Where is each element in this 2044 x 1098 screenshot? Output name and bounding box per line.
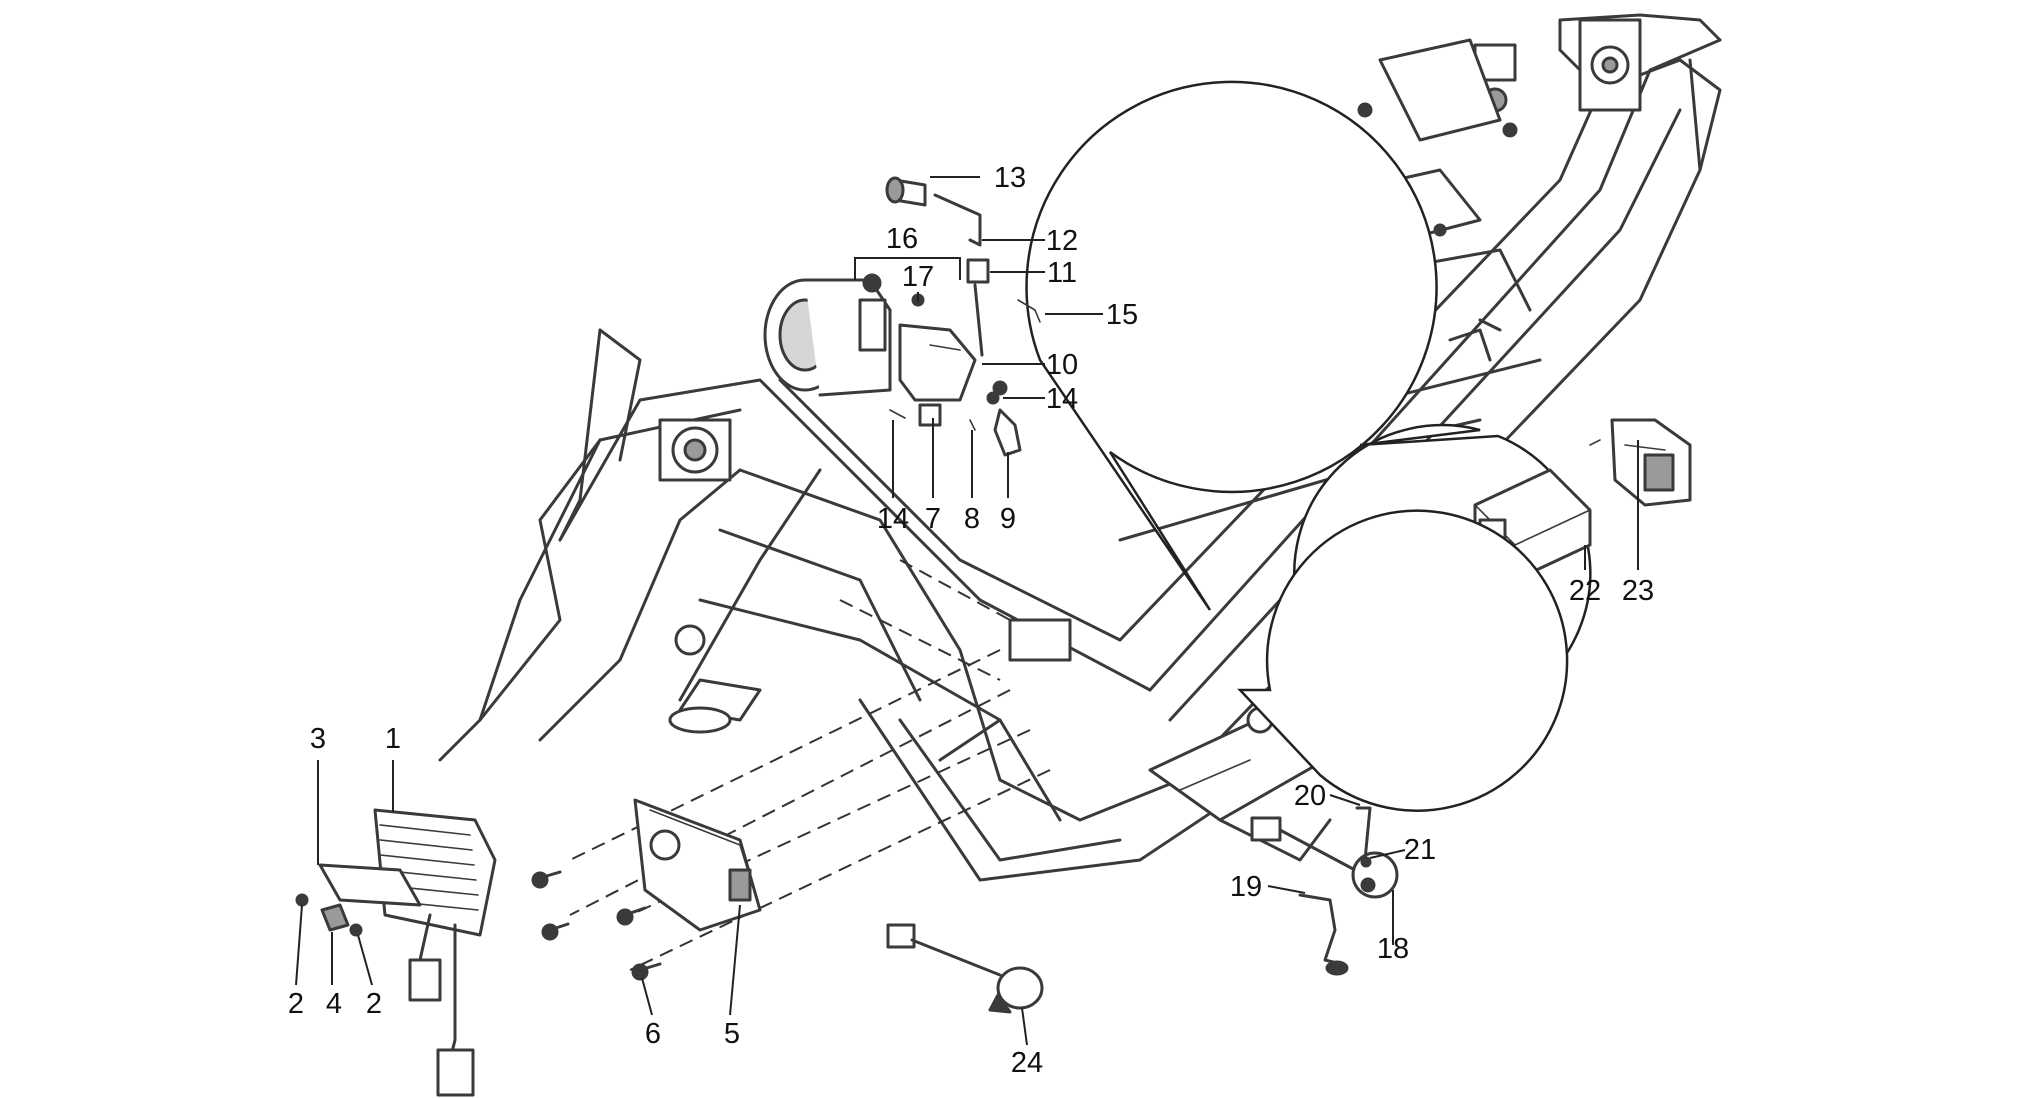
label-part-7: 7	[925, 503, 941, 535]
label-part-9: 9	[1000, 503, 1016, 535]
label-part-16: 16	[886, 223, 918, 255]
leader-lines	[295, 176, 1639, 1046]
label-part-8: 8	[964, 503, 980, 535]
ecu-control-unit	[531, 798, 762, 981]
label-part-14-lower: 14	[877, 503, 909, 535]
sensor-part-24	[886, 923, 1044, 1014]
voltage-regulator-assembly	[295, 808, 497, 1097]
label-part-23: 23	[1622, 575, 1654, 607]
label-part-19: 19	[1230, 871, 1262, 903]
label-part-3: 3	[310, 723, 326, 755]
label-part-5: 5	[724, 1018, 740, 1050]
throttle-body-detail	[763, 176, 1041, 457]
label-part-22: 22	[1569, 575, 1601, 607]
sensor-bracket-detail	[1250, 806, 1399, 976]
label-part-17: 17	[902, 261, 934, 293]
label-part-21: 21	[1404, 834, 1436, 866]
label-part-2-right: 2	[366, 988, 382, 1020]
label-part-14-upper: 14	[1046, 383, 1078, 415]
label-part-20: 20	[1294, 780, 1326, 812]
label-part-24: 24	[1011, 1047, 1043, 1079]
label-part-18: 18	[1377, 933, 1409, 965]
label-part-6: 6	[645, 1018, 661, 1050]
label-part-1: 1	[385, 723, 401, 755]
sensor-callout-bubble	[1237, 509, 1569, 812]
part-number-labels: 1 3 2 4 2 6 5 24 13 12 11 15 10 14 16 17…	[288, 162, 1654, 1079]
leader-16-bracket	[854, 257, 961, 280]
label-part-11: 11	[1047, 257, 1077, 289]
injector-callout-bubble	[1025, 80, 1438, 611]
label-part-2-left: 2	[288, 988, 304, 1020]
label-part-13: 13	[994, 162, 1026, 194]
label-part-12: 12	[1046, 225, 1078, 257]
label-part-15: 15	[1106, 299, 1138, 331]
label-part-10: 10	[1046, 349, 1078, 381]
label-part-4: 4	[326, 988, 342, 1020]
